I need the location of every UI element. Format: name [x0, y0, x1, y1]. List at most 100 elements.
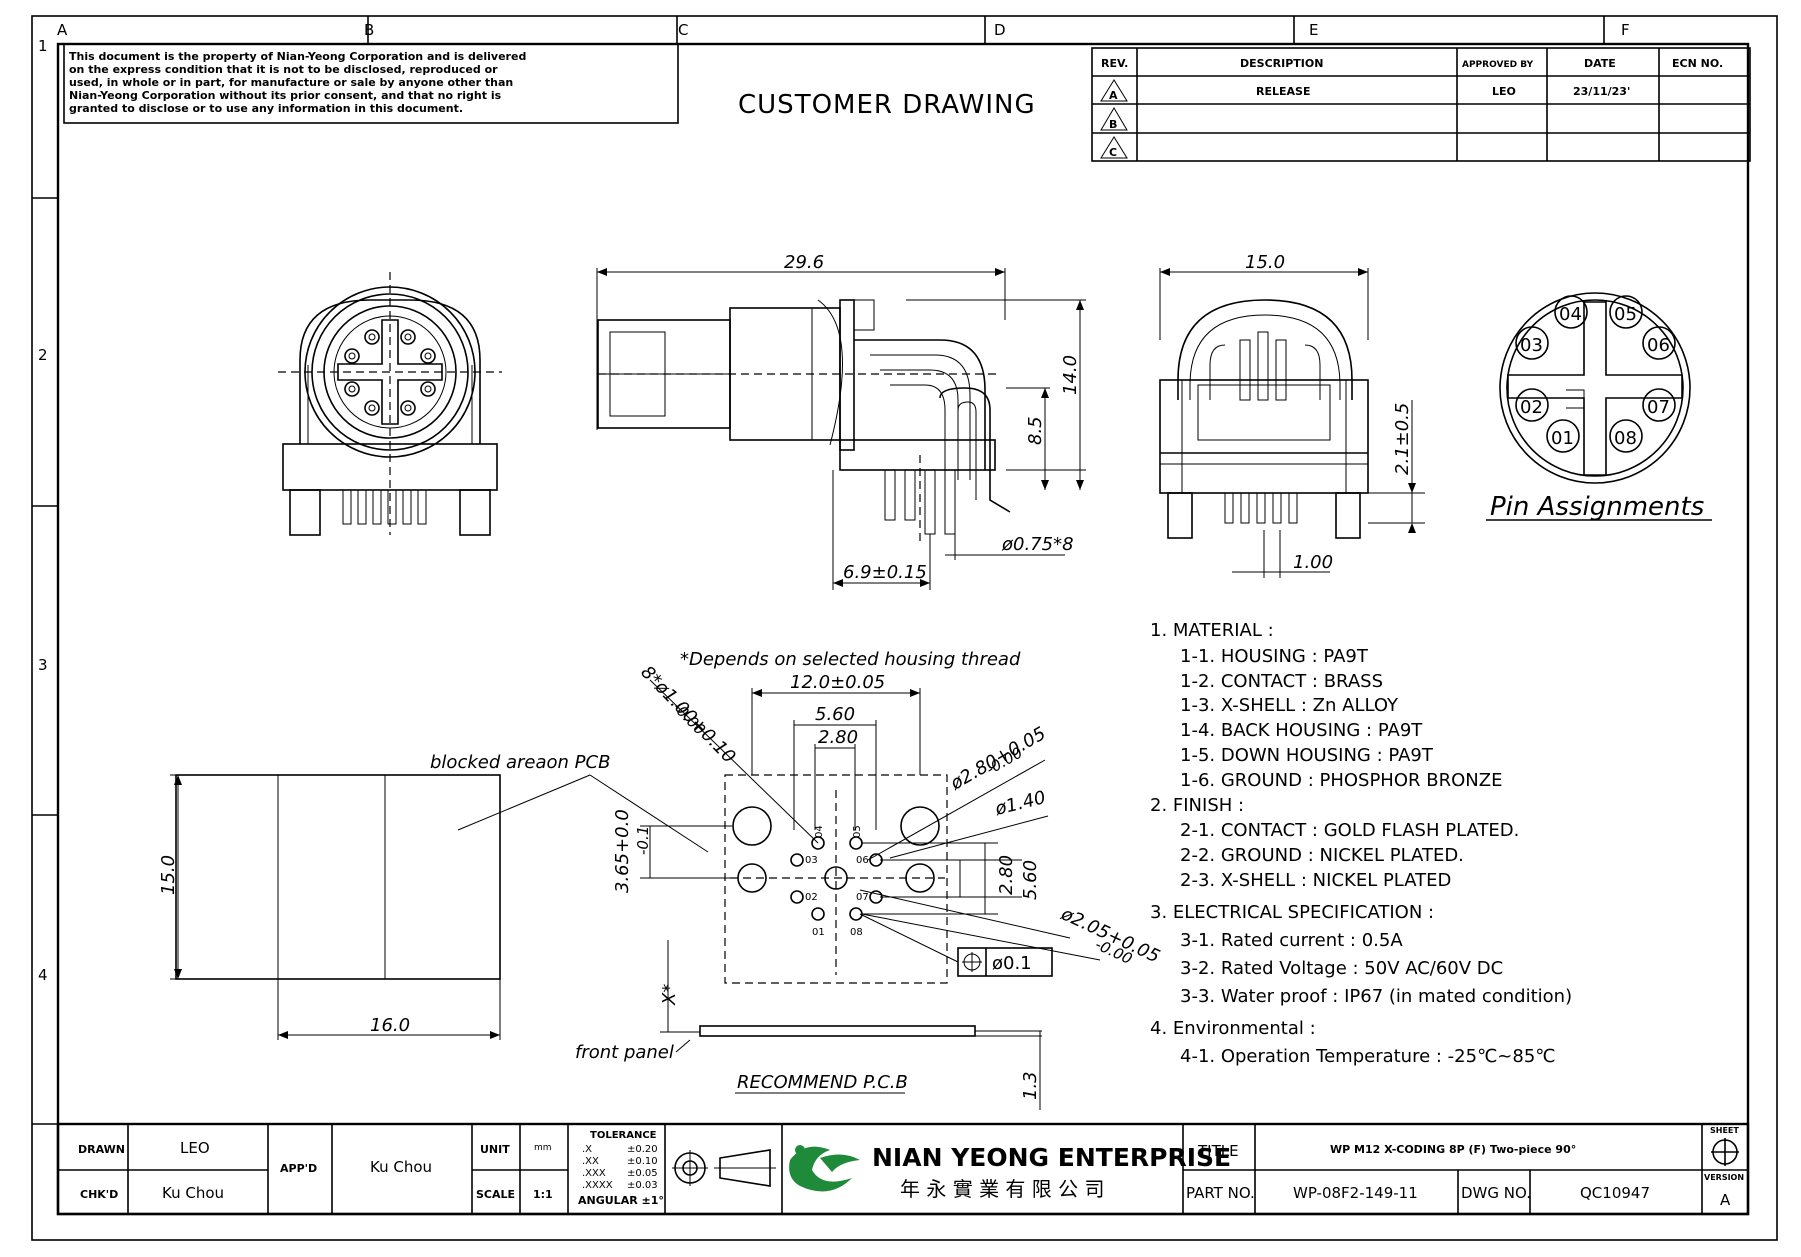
grid-row-labels: 1 2 3 4	[38, 37, 48, 984]
pcb-hole-03	[790, 853, 804, 867]
dim-rear-pin-len: 2.1±0.5	[1392, 403, 1413, 475]
spec-line-1: 1. MATERIAL :	[1150, 620, 1274, 641]
pcb-label-04: 04	[814, 825, 825, 838]
scale-value: 1:1	[533, 1188, 553, 1201]
company-logo-icon	[789, 1145, 860, 1192]
partno-value: WP-08F2-149-11	[1293, 1184, 1418, 1202]
notice-line-1: This document is the property of Nian-Ye…	[69, 50, 526, 63]
dim-pcb-365-tol: -0.1	[634, 826, 652, 855]
rev-a-date: 23/11/23'	[1573, 85, 1630, 98]
pcb-label-02: 02	[805, 892, 818, 903]
housing-thread-note: *Depends on selected housing thread	[680, 649, 1021, 670]
dim-pcb-width: 12.0±0.05	[790, 672, 885, 693]
grid-row-1: 1	[38, 37, 48, 55]
tolerance-key-4: .XXXX	[582, 1180, 613, 1191]
rev-a-letter: A	[1109, 89, 1118, 102]
pin-label-03: 03	[1520, 335, 1543, 356]
revision-table: REV. DESCRIPTION APPROVED BY DATE ECN NO…	[1091, 47, 1751, 162]
tolerance-key-2: .XX	[582, 1156, 599, 1167]
grid-row-2: 2	[38, 346, 48, 364]
dim-block-width: 16.0	[370, 1015, 410, 1036]
grid-col-c: C	[678, 21, 688, 39]
pcb-hole-01	[811, 907, 825, 921]
sheet-target-icon	[1711, 1138, 1739, 1166]
grid-row-3: 3	[38, 656, 48, 674]
side-view: 29.6 14.0 8.5	[596, 252, 1086, 590]
pcb-label-03: 03	[805, 855, 818, 866]
dim-pcb-mid: ø1.40	[992, 787, 1048, 820]
pin-label-04: 04	[1559, 304, 1582, 325]
rev-c-letter: C	[1109, 146, 1117, 159]
dim-side-offset: 6.9±0.15	[843, 562, 927, 583]
spec-line-9: 2-1. CONTACT : GOLD FLASH PLATED.	[1180, 820, 1519, 841]
dwgno-label: DWG NO.	[1461, 1184, 1531, 1202]
grid-col-e: E	[1309, 21, 1318, 39]
dim-pcb-x: X*	[659, 984, 680, 1006]
appd-label: APP'D	[280, 1162, 317, 1175]
company-name-zh: 年 永 實 業 有 限 公 司	[900, 1177, 1105, 1201]
grid-col-d: D	[994, 21, 1006, 39]
unit-label: UNIT	[480, 1143, 510, 1156]
rev-header-rev: REV.	[1101, 57, 1128, 70]
pcb-label-01: 01	[812, 927, 825, 938]
specification-notes: 1. MATERIAL : 1-1. HOUSING : PA9T 1-2. C…	[1150, 620, 1572, 1067]
front-view	[278, 272, 502, 536]
dim-position-tolerance: ø0.1	[992, 953, 1032, 974]
tolerance-val-4: ±0.03	[627, 1180, 658, 1191]
rev-header-approved: APPROVED BY	[1462, 60, 1534, 70]
confidentiality-notice: This document is the property of Nian-Ye…	[63, 43, 679, 124]
pcb-label-05: 05	[852, 825, 863, 838]
grid-column-labels: A B C D E F	[57, 21, 1630, 39]
spec-line-8: 2. FINISH :	[1150, 795, 1244, 816]
grid-col-b: B	[364, 21, 374, 39]
drawn-value: LEO	[180, 1139, 210, 1157]
pin-label-06: 06	[1647, 335, 1670, 356]
recommend-pcb-caption: RECOMMEND P.C.B	[737, 1072, 908, 1093]
rev-c-triangle-icon	[1100, 136, 1128, 159]
chkd-value: Ku Chou	[162, 1184, 224, 1202]
pcb-hole-04	[811, 836, 825, 850]
pin-assignments-caption: Pin Assignments	[1490, 492, 1704, 522]
scale-label: SCALE	[476, 1188, 515, 1201]
title-label: TITLE	[1197, 1142, 1239, 1160]
pcb-label-07: 07	[856, 892, 869, 903]
dwgno-value: QC10947	[1580, 1184, 1650, 1202]
pcb-label-06: 06	[856, 855, 869, 866]
spec-line-12: 3. ELECTRICAL SPECIFICATION :	[1150, 902, 1434, 923]
tolerance-val-2: ±0.10	[627, 1156, 658, 1167]
dim-pcb-5-60: 5.60	[815, 704, 855, 725]
dim-block-height: 15.0	[158, 855, 179, 895]
grid-col-a: A	[57, 21, 68, 39]
blocked-area-view: 15.0 16.0 blocked areaon PCB	[158, 752, 709, 1040]
dim-pcb-365: 3.65+0.0	[612, 809, 633, 893]
dim-panel-thickness: 1.3	[1020, 1071, 1041, 1100]
recommended-pcb-layout: *Depends on selected housing thread 12.0…	[575, 649, 1163, 1110]
pin-assignment-diagram: 04 05 03 06 02 07 01 08 Pin Assignments	[1486, 292, 1712, 522]
spec-line-10: 2-2. GROUND : NICKEL PLATED.	[1180, 845, 1464, 866]
rev-b-letter: B	[1109, 118, 1117, 131]
pin-label-05: 05	[1614, 304, 1637, 325]
rev-header-ecn: ECN NO.	[1672, 57, 1723, 70]
unit-value: mm	[534, 1143, 552, 1153]
position-tolerance-frame	[957, 947, 1053, 977]
spec-line-2: 1-1. HOUSING : PA9T	[1180, 646, 1369, 667]
drawing-type-heading: CUSTOMER DRAWING	[738, 90, 1036, 120]
spec-line-5: 1-4. BACK HOUSING : PA9T	[1180, 720, 1423, 741]
version-label: VERSION	[1704, 1173, 1744, 1182]
rev-b-triangle-icon	[1100, 107, 1128, 131]
tolerance-key-1: .X	[582, 1144, 592, 1155]
spec-line-16: 4. Environmental :	[1150, 1018, 1316, 1039]
pin-label-01: 01	[1551, 428, 1574, 449]
pcb-label-08: 08	[850, 927, 863, 938]
chkd-label: CHK'D	[80, 1188, 118, 1201]
rev-header-date: DATE	[1584, 57, 1616, 70]
company-name-en: NIAN YEONG ENTERPRISE	[872, 1143, 1231, 1172]
tolerance-val-1: ±0.20	[627, 1144, 658, 1155]
version-value: A	[1720, 1191, 1731, 1209]
notice-line-2: on the express condition that it is not …	[69, 63, 498, 76]
tolerance-angular: ANGULAR ±1°	[578, 1194, 664, 1207]
dim-pcb-2-80: 2.80	[818, 727, 858, 748]
title-block: DRAWN LEO CHK'D Ku Chou APP'D Ku Chou UN…	[56, 1122, 1750, 1216]
title-value: WP M12 X-CODING 8P (F) Two-piece 90°	[1330, 1143, 1576, 1156]
